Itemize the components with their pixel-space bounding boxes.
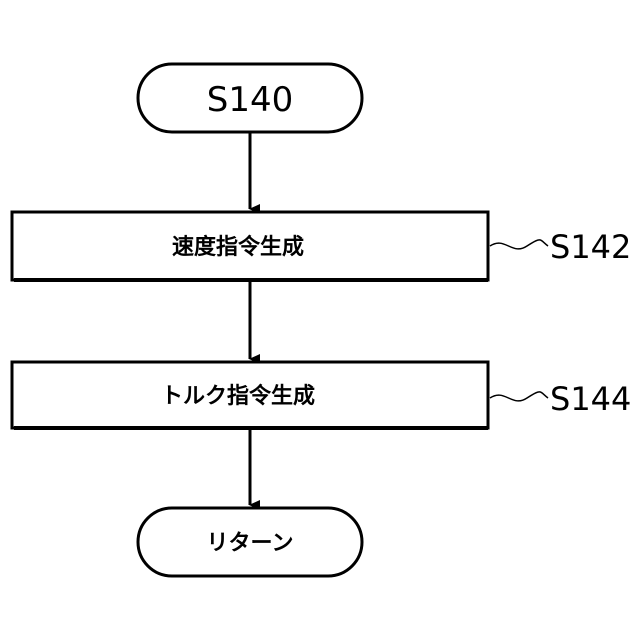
end-terminal-label: リターン [207,531,294,556]
ref-label-s142: S142 [550,228,631,266]
ref-leader-s144 [490,392,548,401]
process-box-torque-command-label: トルク指令生成 [161,383,315,409]
process-box-speed-command: 速度指令生成 [12,212,488,282]
start-terminal-label: S140 [207,80,293,120]
process-box-speed-command-label: 速度指令生成 [172,234,304,260]
ref-leader-s142 [490,240,548,249]
start-terminal: S140 [138,64,362,132]
process-box-torque-command: トルク指令生成 [12,362,488,430]
ref-label-s144: S144 [550,380,631,418]
end-terminal: リターン [138,508,362,576]
